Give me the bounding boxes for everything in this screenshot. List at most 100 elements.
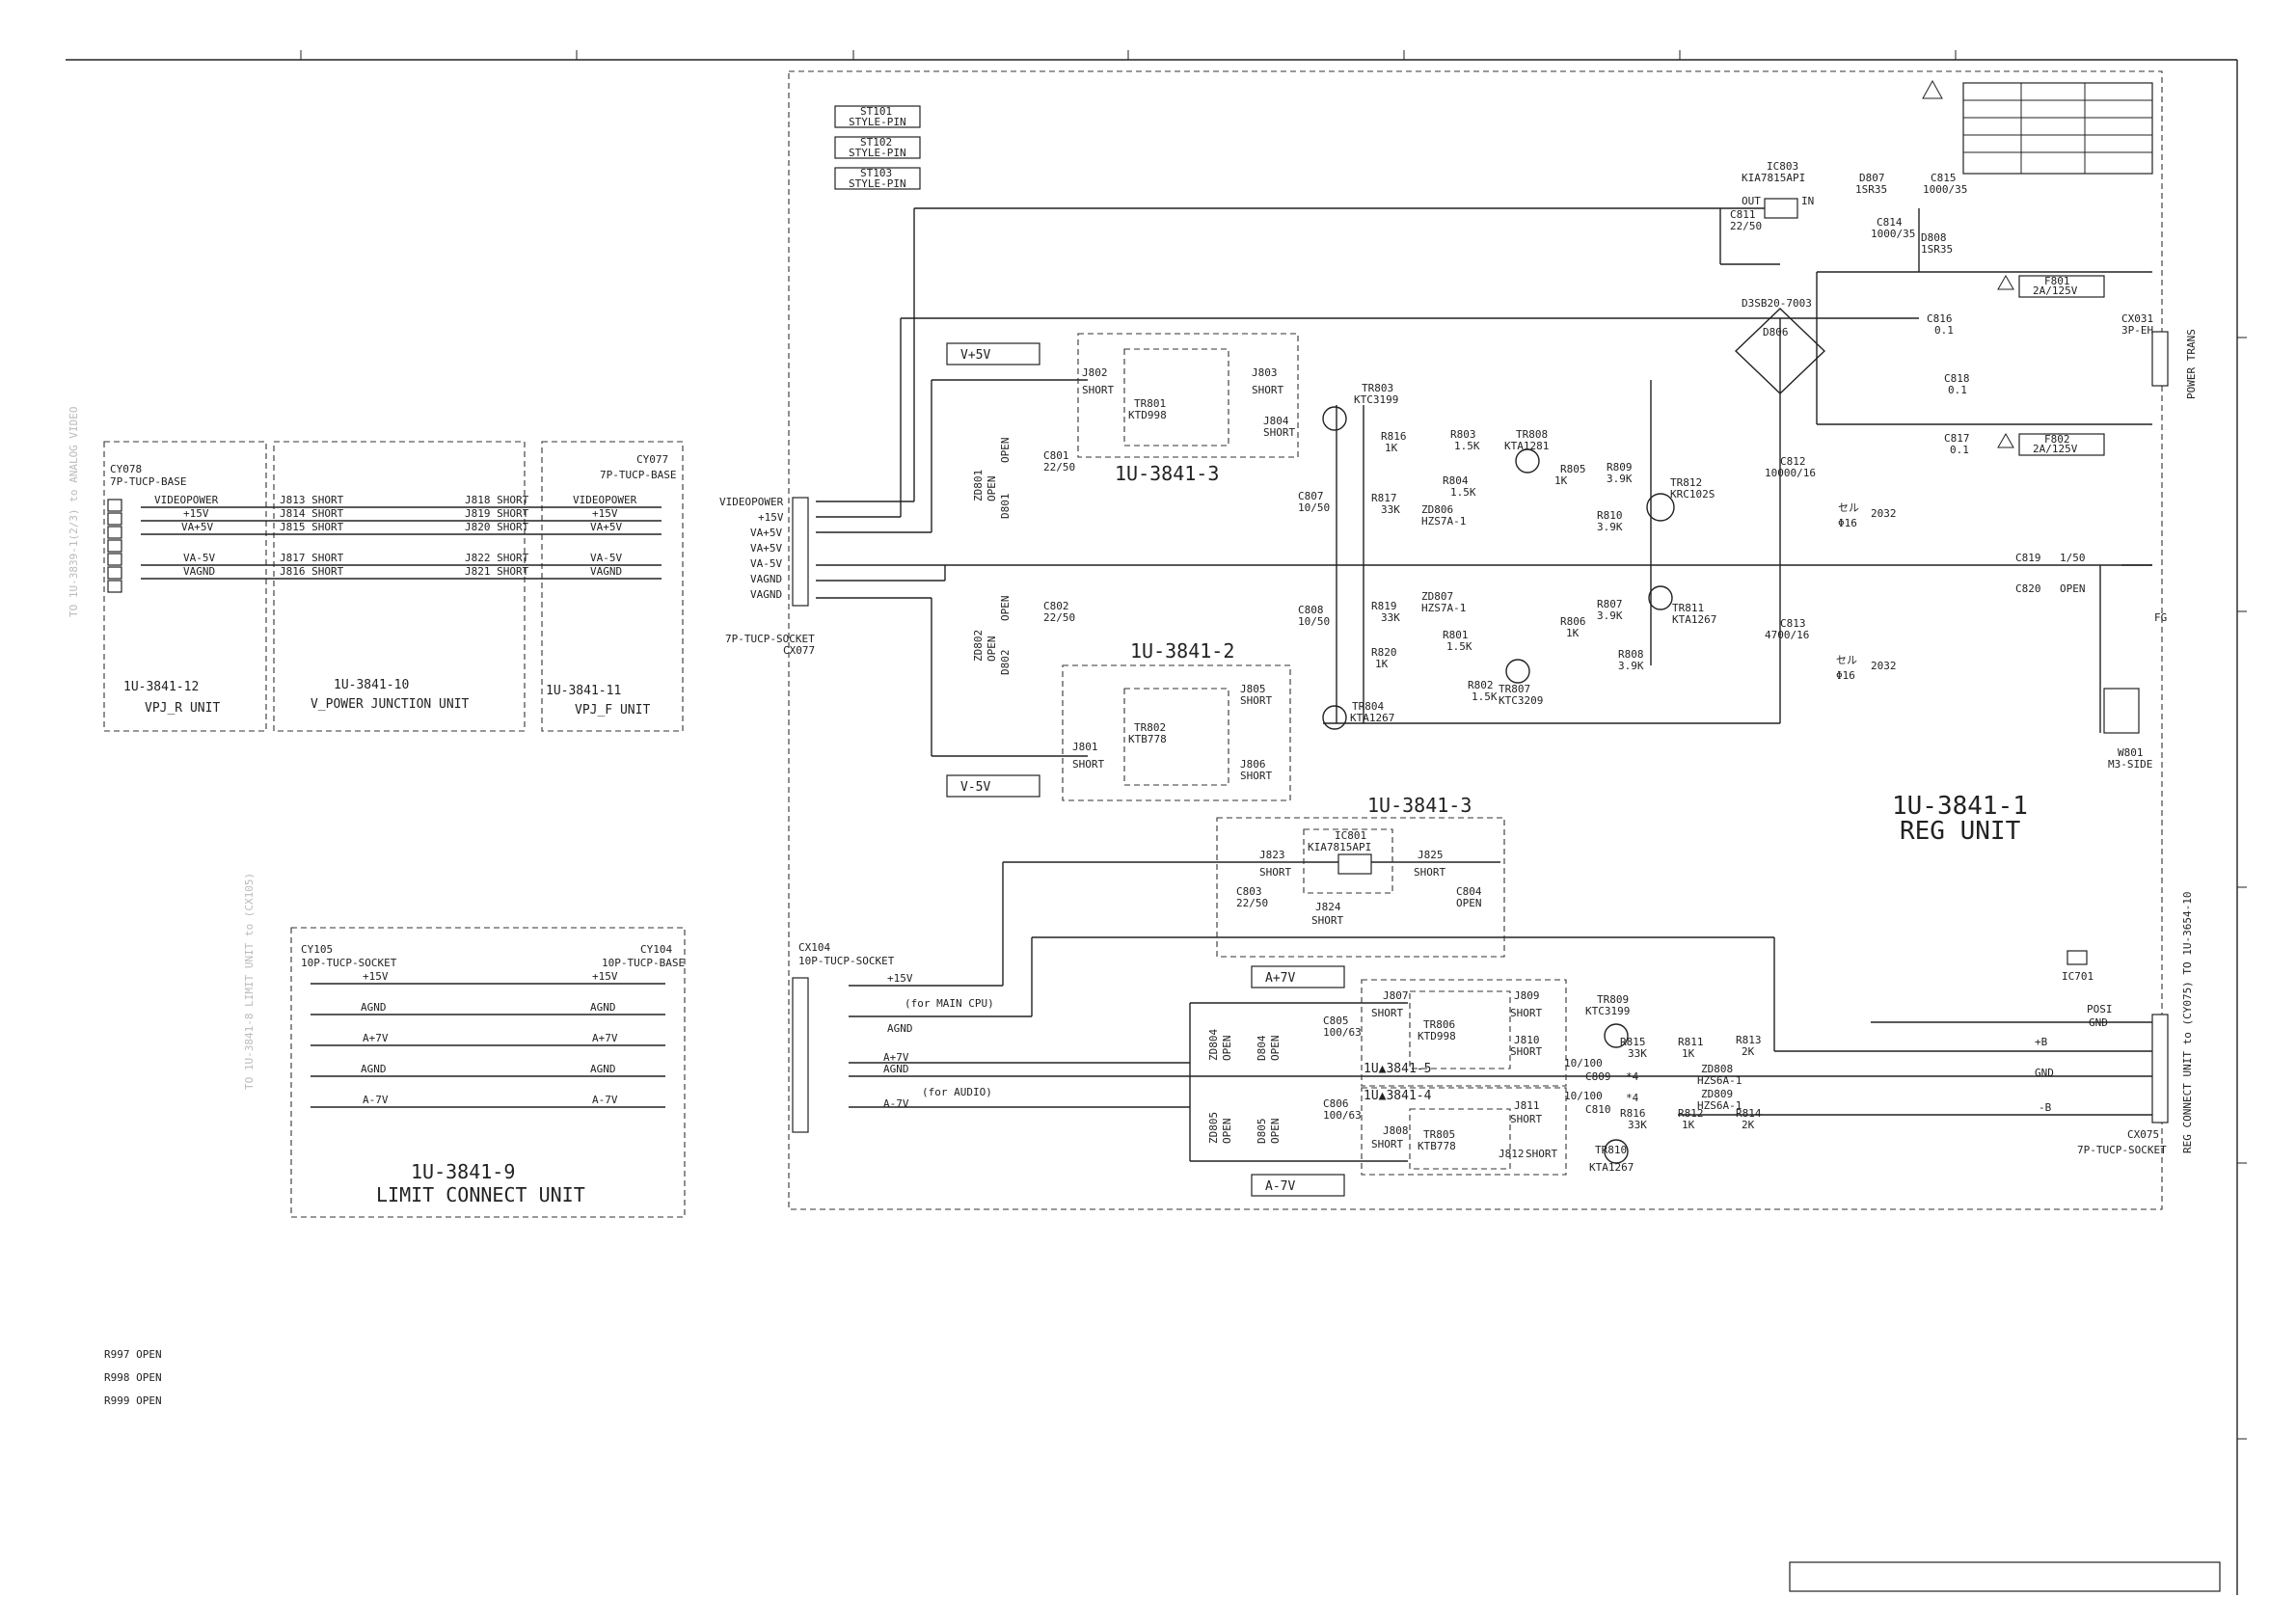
svg-text:ZD802: ZD802	[972, 630, 985, 662]
svg-text:SHORT: SHORT	[1371, 1007, 1403, 1019]
svg-text:VA+5V: VA+5V	[181, 521, 213, 533]
svg-text:OPEN: OPEN	[1456, 897, 1482, 909]
svg-text:10P-TUCP-SOCKET: 10P-TUCP-SOCKET	[301, 957, 397, 969]
svg-text:J818 SHORT: J818 SHORT	[465, 494, 529, 506]
svg-text:VA-5V: VA-5V	[750, 557, 782, 570]
rail-a-minus-7v: A-7V	[1265, 1179, 1295, 1194]
svg-text:AGND: AGND	[590, 1063, 616, 1075]
svg-text:+15V: +15V	[887, 972, 913, 985]
svg-text:SHORT: SHORT	[1252, 384, 1283, 396]
svg-text:*4: *4	[1626, 1092, 1639, 1104]
svg-text:AGND: AGND	[361, 1063, 387, 1075]
svg-text:KTD998: KTD998	[1418, 1030, 1456, 1042]
svg-text:TR812: TR812	[1670, 476, 1702, 489]
svg-text:R802: R802	[1468, 679, 1494, 691]
svg-text:D805: D805	[1256, 1119, 1268, 1145]
svg-text:J811: J811	[1514, 1099, 1540, 1112]
svg-text:A+7V: A+7V	[363, 1032, 389, 1044]
svg-text:1/50: 1/50	[2060, 552, 2086, 564]
rail-v-minus-5v: V-5V	[960, 780, 990, 795]
svg-text:AGND: AGND	[590, 1001, 616, 1014]
svg-text:1K: 1K	[1566, 627, 1580, 639]
svg-text:2032: 2032	[1871, 507, 1897, 520]
svg-text:C817: C817	[1944, 432, 1970, 445]
svg-text:1000/35: 1000/35	[1923, 183, 1967, 196]
svg-text:J822 SHORT: J822 SHORT	[465, 552, 529, 564]
svg-text:TR806: TR806	[1423, 1018, 1455, 1031]
svg-text:J803: J803	[1252, 366, 1278, 379]
svg-text:J821 SHORT: J821 SHORT	[465, 565, 529, 578]
rail-a-plus-7v: A+7V	[1265, 971, 1295, 986]
svg-text:R814: R814	[1736, 1107, 1762, 1120]
svg-text:VA-5V: VA-5V	[183, 552, 215, 564]
svg-text:Φ16: Φ16	[1838, 517, 1857, 529]
svg-text:OPEN: OPEN	[1269, 1036, 1282, 1062]
svg-text:J804: J804	[1263, 415, 1289, 427]
reg-unit-name: REG UNIT	[1900, 817, 2021, 846]
svg-text:7P-TUCP-SOCKET: 7P-TUCP-SOCKET	[725, 633, 815, 645]
svg-text:R820: R820	[1371, 646, 1397, 659]
svg-text:1.5K: 1.5K	[1472, 690, 1498, 703]
svg-text:10/50: 10/50	[1298, 501, 1330, 514]
svg-text:VA+5V: VA+5V	[750, 542, 782, 555]
svg-text:CX075: CX075	[2127, 1128, 2159, 1141]
limit-ref: 1U-3841-9	[411, 1160, 515, 1183]
svg-text:VIDEOPOWER: VIDEOPOWER	[719, 496, 784, 508]
svg-text:J805: J805	[1240, 683, 1266, 695]
rail-labels: V+5V V-5V A+7V A-7V	[946, 342, 1345, 1197]
svg-text:1U▲3841-5: 1U▲3841-5	[1364, 1062, 1431, 1076]
svg-text:OPEN: OPEN	[1269, 1119, 1282, 1145]
svg-text:10P-TUCP-BASE: 10P-TUCP-BASE	[602, 957, 685, 969]
svg-text:C820: C820	[2015, 582, 2041, 595]
cx077-connector: VIDEOPOWER +15V VA+5V VA+5V VA-5V VAGND …	[719, 496, 815, 657]
sub-unit-tr802: 1U-3841-2 TR802 KTB778 J801 SHORT J805 S…	[1062, 639, 1291, 801]
svg-text:TR801: TR801	[1134, 397, 1166, 410]
svg-text:SHORT: SHORT	[1263, 426, 1295, 439]
svg-text:33K: 33K	[1381, 611, 1400, 624]
svg-text:OPEN: OPEN	[999, 438, 1012, 464]
svg-text:J815 SHORT: J815 SHORT	[280, 521, 344, 533]
svg-text:J825: J825	[1418, 849, 1444, 861]
svg-text:A-7V: A-7V	[592, 1094, 618, 1106]
vpj-r-name: VPJ_R UNIT	[145, 701, 220, 716]
svg-text:TR803: TR803	[1362, 382, 1393, 394]
svg-text:OPEN: OPEN	[999, 596, 1012, 622]
svg-text:3.9K: 3.9K	[1618, 660, 1644, 672]
svg-text:22/50: 22/50	[1236, 897, 1268, 909]
svg-text:D806: D806	[1763, 326, 1789, 338]
svg-text:CY104: CY104	[640, 943, 672, 956]
sub-unit-ic801: 1U-3841-3 IC801 KIA7815API J823 SHORT J8…	[1216, 794, 1505, 958]
vpj-name: V_POWER JUNCTION UNIT	[311, 697, 470, 712]
svg-text:0.1: 0.1	[1934, 324, 1954, 337]
cy078-pin	[107, 539, 122, 553]
svg-text:R997 OPEN: R997 OPEN	[104, 1348, 162, 1361]
svg-text:1K: 1K	[1682, 1047, 1695, 1060]
svg-text:SHORT: SHORT	[1414, 866, 1445, 879]
fuses-trans: F801 2A/125V F802 2A/125V C816 0.1 C818 …	[1927, 274, 2198, 456]
svg-text:FG: FG	[2154, 611, 2167, 624]
svg-text:R806: R806	[1560, 615, 1586, 628]
svg-text:3.9K: 3.9K	[1607, 473, 1633, 485]
svg-text:KTA1267: KTA1267	[1589, 1161, 1634, 1174]
cy078-pin	[107, 553, 122, 566]
svg-text:2A/125V: 2A/125V	[2033, 443, 2078, 455]
svg-text:R811: R811	[1678, 1036, 1704, 1048]
cy078-pin	[107, 499, 122, 512]
svg-text:J814 SHORT: J814 SHORT	[280, 507, 344, 520]
svg-text:7P-TUCP-SOCKET: 7P-TUCP-SOCKET	[2077, 1144, 2167, 1156]
svg-text:J810: J810	[1514, 1034, 1540, 1046]
svg-text:C801: C801	[1043, 449, 1069, 462]
svg-text:+B: +B	[2035, 1036, 2048, 1048]
svg-text:C807: C807	[1298, 490, 1324, 502]
svg-text:HZS6A-1: HZS6A-1	[1697, 1099, 1742, 1112]
svg-text:R812: R812	[1678, 1107, 1704, 1120]
cy078-pin	[107, 512, 122, 526]
svg-text:+15V: +15V	[592, 970, 618, 983]
svg-text:D804: D804	[1256, 1035, 1268, 1061]
svg-text:VIDEOPOWER: VIDEOPOWER	[154, 494, 219, 506]
svg-text:ZD806: ZD806	[1421, 503, 1453, 516]
svg-text:AGND: AGND	[887, 1022, 913, 1035]
v-power-junction-unit: J813 SHORT J814 SHORT J815 SHORT J817 SH…	[273, 441, 529, 732]
rectifier-caps: D807 1SR35 C815 1000/35 C814 1000/35 D80…	[1730, 172, 1967, 256]
svg-text:2K: 2K	[1742, 1045, 1755, 1058]
